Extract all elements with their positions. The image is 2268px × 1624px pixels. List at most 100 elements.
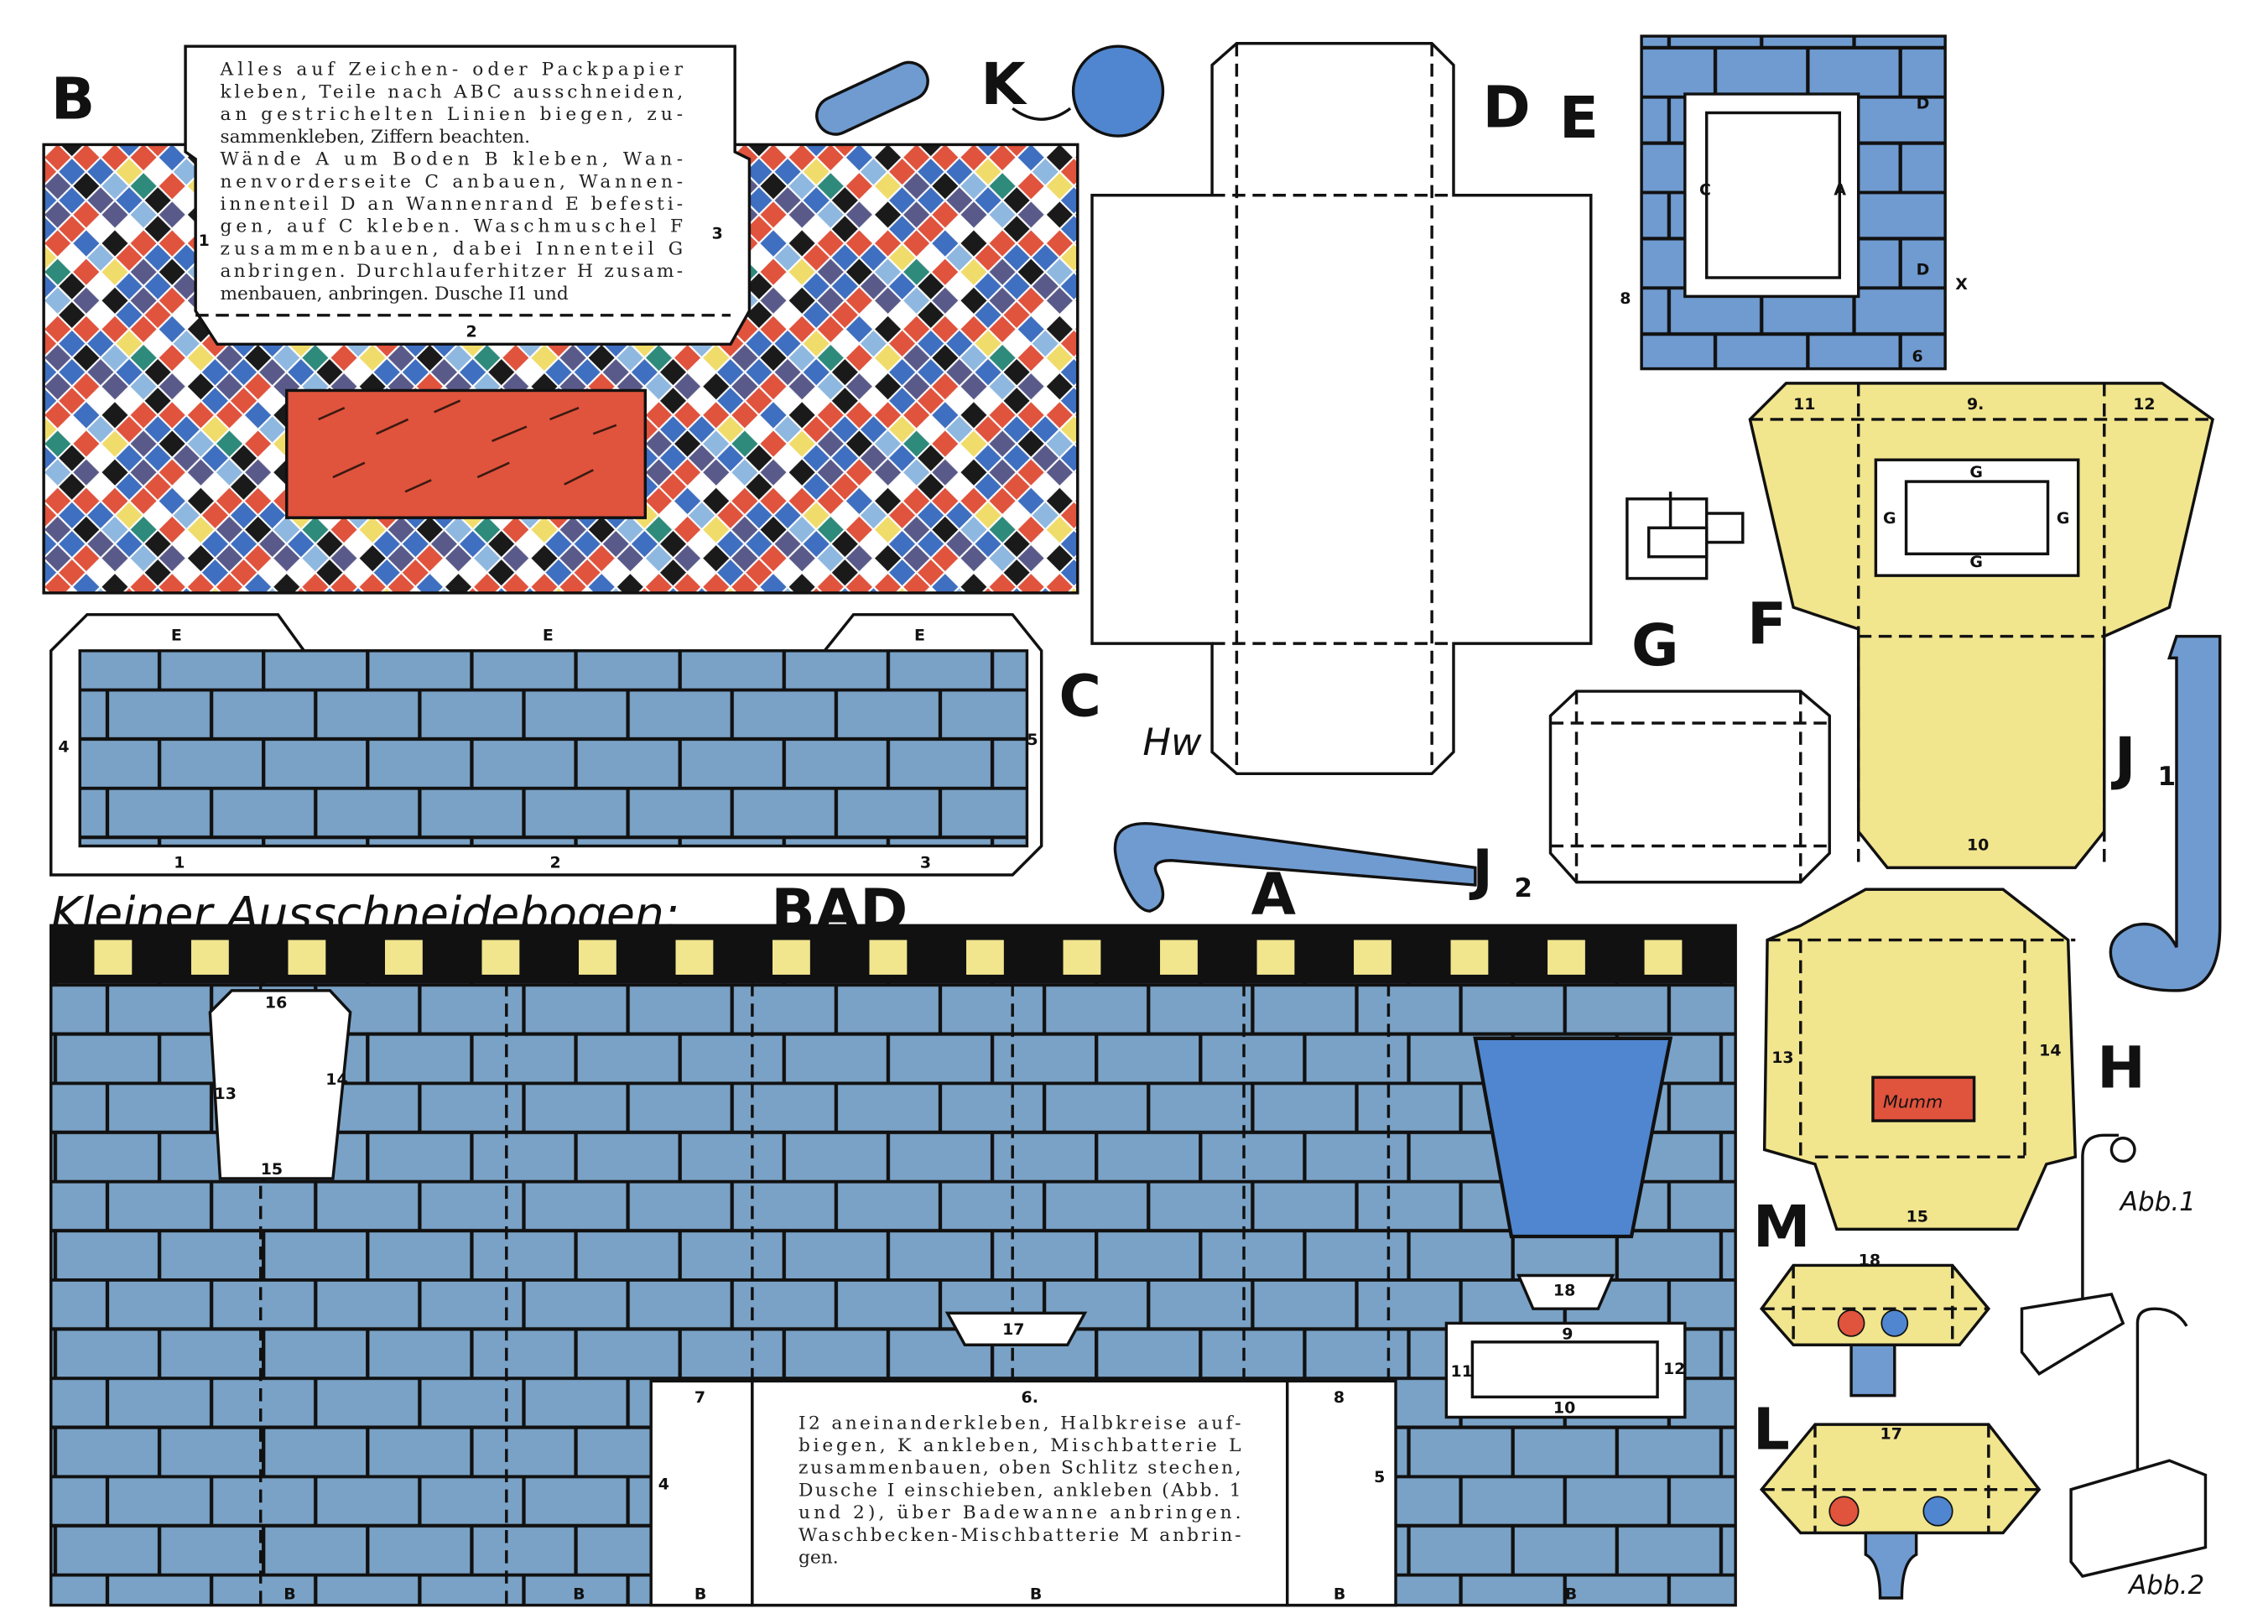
fold-number: X (1955, 275, 1968, 294)
fold-number: 10 (1553, 1398, 1575, 1417)
strip-tile (1548, 940, 1585, 975)
fold-number: D (1917, 94, 1930, 112)
fold-number: 15 (1906, 1208, 1928, 1226)
fold-number: 11 (1793, 395, 1815, 414)
part-label-j1: J (2111, 725, 2136, 792)
fold-number: G (1969, 553, 1983, 571)
fold-number: B (1334, 1585, 1345, 1604)
fold-number: B (694, 1585, 706, 1604)
part-label-b: B (51, 65, 96, 133)
part-label-h: H (2097, 1034, 2146, 1101)
fold-number: 12 (2133, 395, 2155, 414)
strip-tile (675, 940, 714, 975)
fold-number: 15 (261, 1160, 283, 1179)
part-d-tub-inner: D E (1090, 41, 1599, 776)
fold-number: B (1565, 1585, 1577, 1604)
fold-number: 1 (199, 232, 210, 250)
washbasin-illustration (1626, 492, 1745, 580)
strip-tile (1354, 940, 1391, 975)
part-label-a: A (1251, 861, 1297, 929)
part-label-d: D (1482, 75, 1530, 142)
part-m-basin-mixer: 18 M (1753, 1194, 1991, 1398)
fold-number: 9 (1562, 1325, 1573, 1343)
instruction-line: Waschbecken-Mischbatterie M anbrin- (798, 1525, 1241, 1546)
strip-tile (1644, 940, 1683, 975)
fold-number: 5 (1374, 1468, 1385, 1486)
part-label-l: L (1753, 1396, 1790, 1463)
fold-number: 16 (265, 994, 287, 1012)
fold-number: 13 (215, 1085, 237, 1103)
fold-number: E (543, 627, 554, 645)
instruction-line: menbauen, anbringen. Dusche I1 und (220, 284, 568, 304)
part-label-f: F (1747, 591, 1787, 658)
fold-number: C (1699, 181, 1711, 200)
strip-tile (288, 940, 326, 975)
part-h-water-heater: Mumm 13 14 15 H (1762, 887, 2146, 1231)
fold-number: 1 (174, 853, 185, 872)
shower-pipe-j1 (2109, 634, 2222, 992)
instruction-line: gen. (798, 1548, 839, 1569)
fold-number: 8 (1334, 1388, 1345, 1407)
fold-number: 2 (466, 323, 477, 341)
instruction-line: innenteil D an Wannenrand E befesti- (220, 194, 683, 215)
part-label-e: E (1559, 85, 1599, 152)
instruction-line: sammenkleben, Ziffern beachten. (220, 127, 530, 148)
strip-tile (579, 940, 616, 975)
part-label-j2-sub: 2 (1514, 873, 1532, 903)
fold-number: 14 (325, 1070, 347, 1089)
strip-tile (384, 940, 423, 975)
instruction-line: Dusche I einschieben, ankleben (Abb. 1 (798, 1480, 1241, 1501)
instruction-line: Alles auf Zeichen- oder Packpapier (219, 60, 683, 81)
fold-number: B (1030, 1585, 1042, 1604)
instructions-top: Alles auf Zeichen- oder Packpapierkleben… (219, 60, 683, 304)
fold-number: 4 (58, 737, 69, 756)
instruction-line: an gestrichelten Linien biegen, zu- (220, 104, 683, 125)
fold-number: 9. (1967, 395, 1984, 414)
figure-label-abb2: Abb.2 (2127, 1570, 2204, 1601)
fold-number: G (1969, 463, 1983, 481)
heater-brand: Mumm (1883, 1092, 1943, 1112)
fold-number: 6. (1022, 1388, 1038, 1407)
part-label-g: G (1631, 612, 1679, 679)
fold-number: B (284, 1585, 295, 1604)
fold-number: 18 (1553, 1282, 1575, 1300)
tile-border-strip (94, 940, 1683, 975)
strip-tile (772, 940, 810, 975)
blue-pill (815, 60, 929, 136)
shower-head-disc (1071, 44, 1165, 138)
fold-number: 17 (1880, 1424, 1902, 1443)
part-l-bath-mixer: 17 L (1753, 1396, 2042, 1600)
fold-number: 6 (1912, 347, 1922, 366)
fold-number: 11 (1451, 1362, 1473, 1381)
fold-number: 10 (1967, 836, 1989, 855)
part-a-walls: 16 13 14 15 17 18 11 9 12 10 7 6. 8 4 5 … (49, 924, 1737, 1607)
fold-number: 3 (920, 853, 931, 872)
fold-number: 17 (1002, 1320, 1024, 1339)
strip-tile (869, 940, 908, 975)
fold-number: A (1834, 181, 1846, 200)
strip-tile (1160, 940, 1198, 975)
instruction-line: zusammenbauen, oben Schlitz stechen, (798, 1458, 1241, 1479)
strip-tile (190, 940, 229, 975)
part-label-k: K (981, 51, 1027, 118)
fold-number: 14 (2039, 1041, 2061, 1059)
fold-number: G (2057, 509, 2070, 528)
artist-signature: Hw (1142, 720, 1202, 764)
part-label-c: C (1059, 663, 1101, 730)
fold-number: 7 (694, 1388, 705, 1407)
strip-tile (1063, 940, 1101, 975)
part-c-tub-front: E E E 4 5 1 2 3 C (49, 612, 1101, 877)
fold-number: 8 (1620, 289, 1631, 308)
fold-number: D (1917, 261, 1930, 279)
fold-number: 2 (550, 853, 561, 872)
fold-number: G (1883, 509, 1896, 528)
mirror-bucket (1473, 1036, 1673, 1239)
fold-number: 18 (1859, 1251, 1880, 1269)
part-e-tub-rim: D D A C 8 X 6 (1620, 34, 1968, 371)
strip-tile (94, 940, 133, 975)
fold-number: B (573, 1585, 585, 1604)
fold-number: 3 (712, 224, 723, 242)
part-label-m: M (1753, 1194, 1811, 1261)
fold-number: 12 (1663, 1360, 1685, 1378)
